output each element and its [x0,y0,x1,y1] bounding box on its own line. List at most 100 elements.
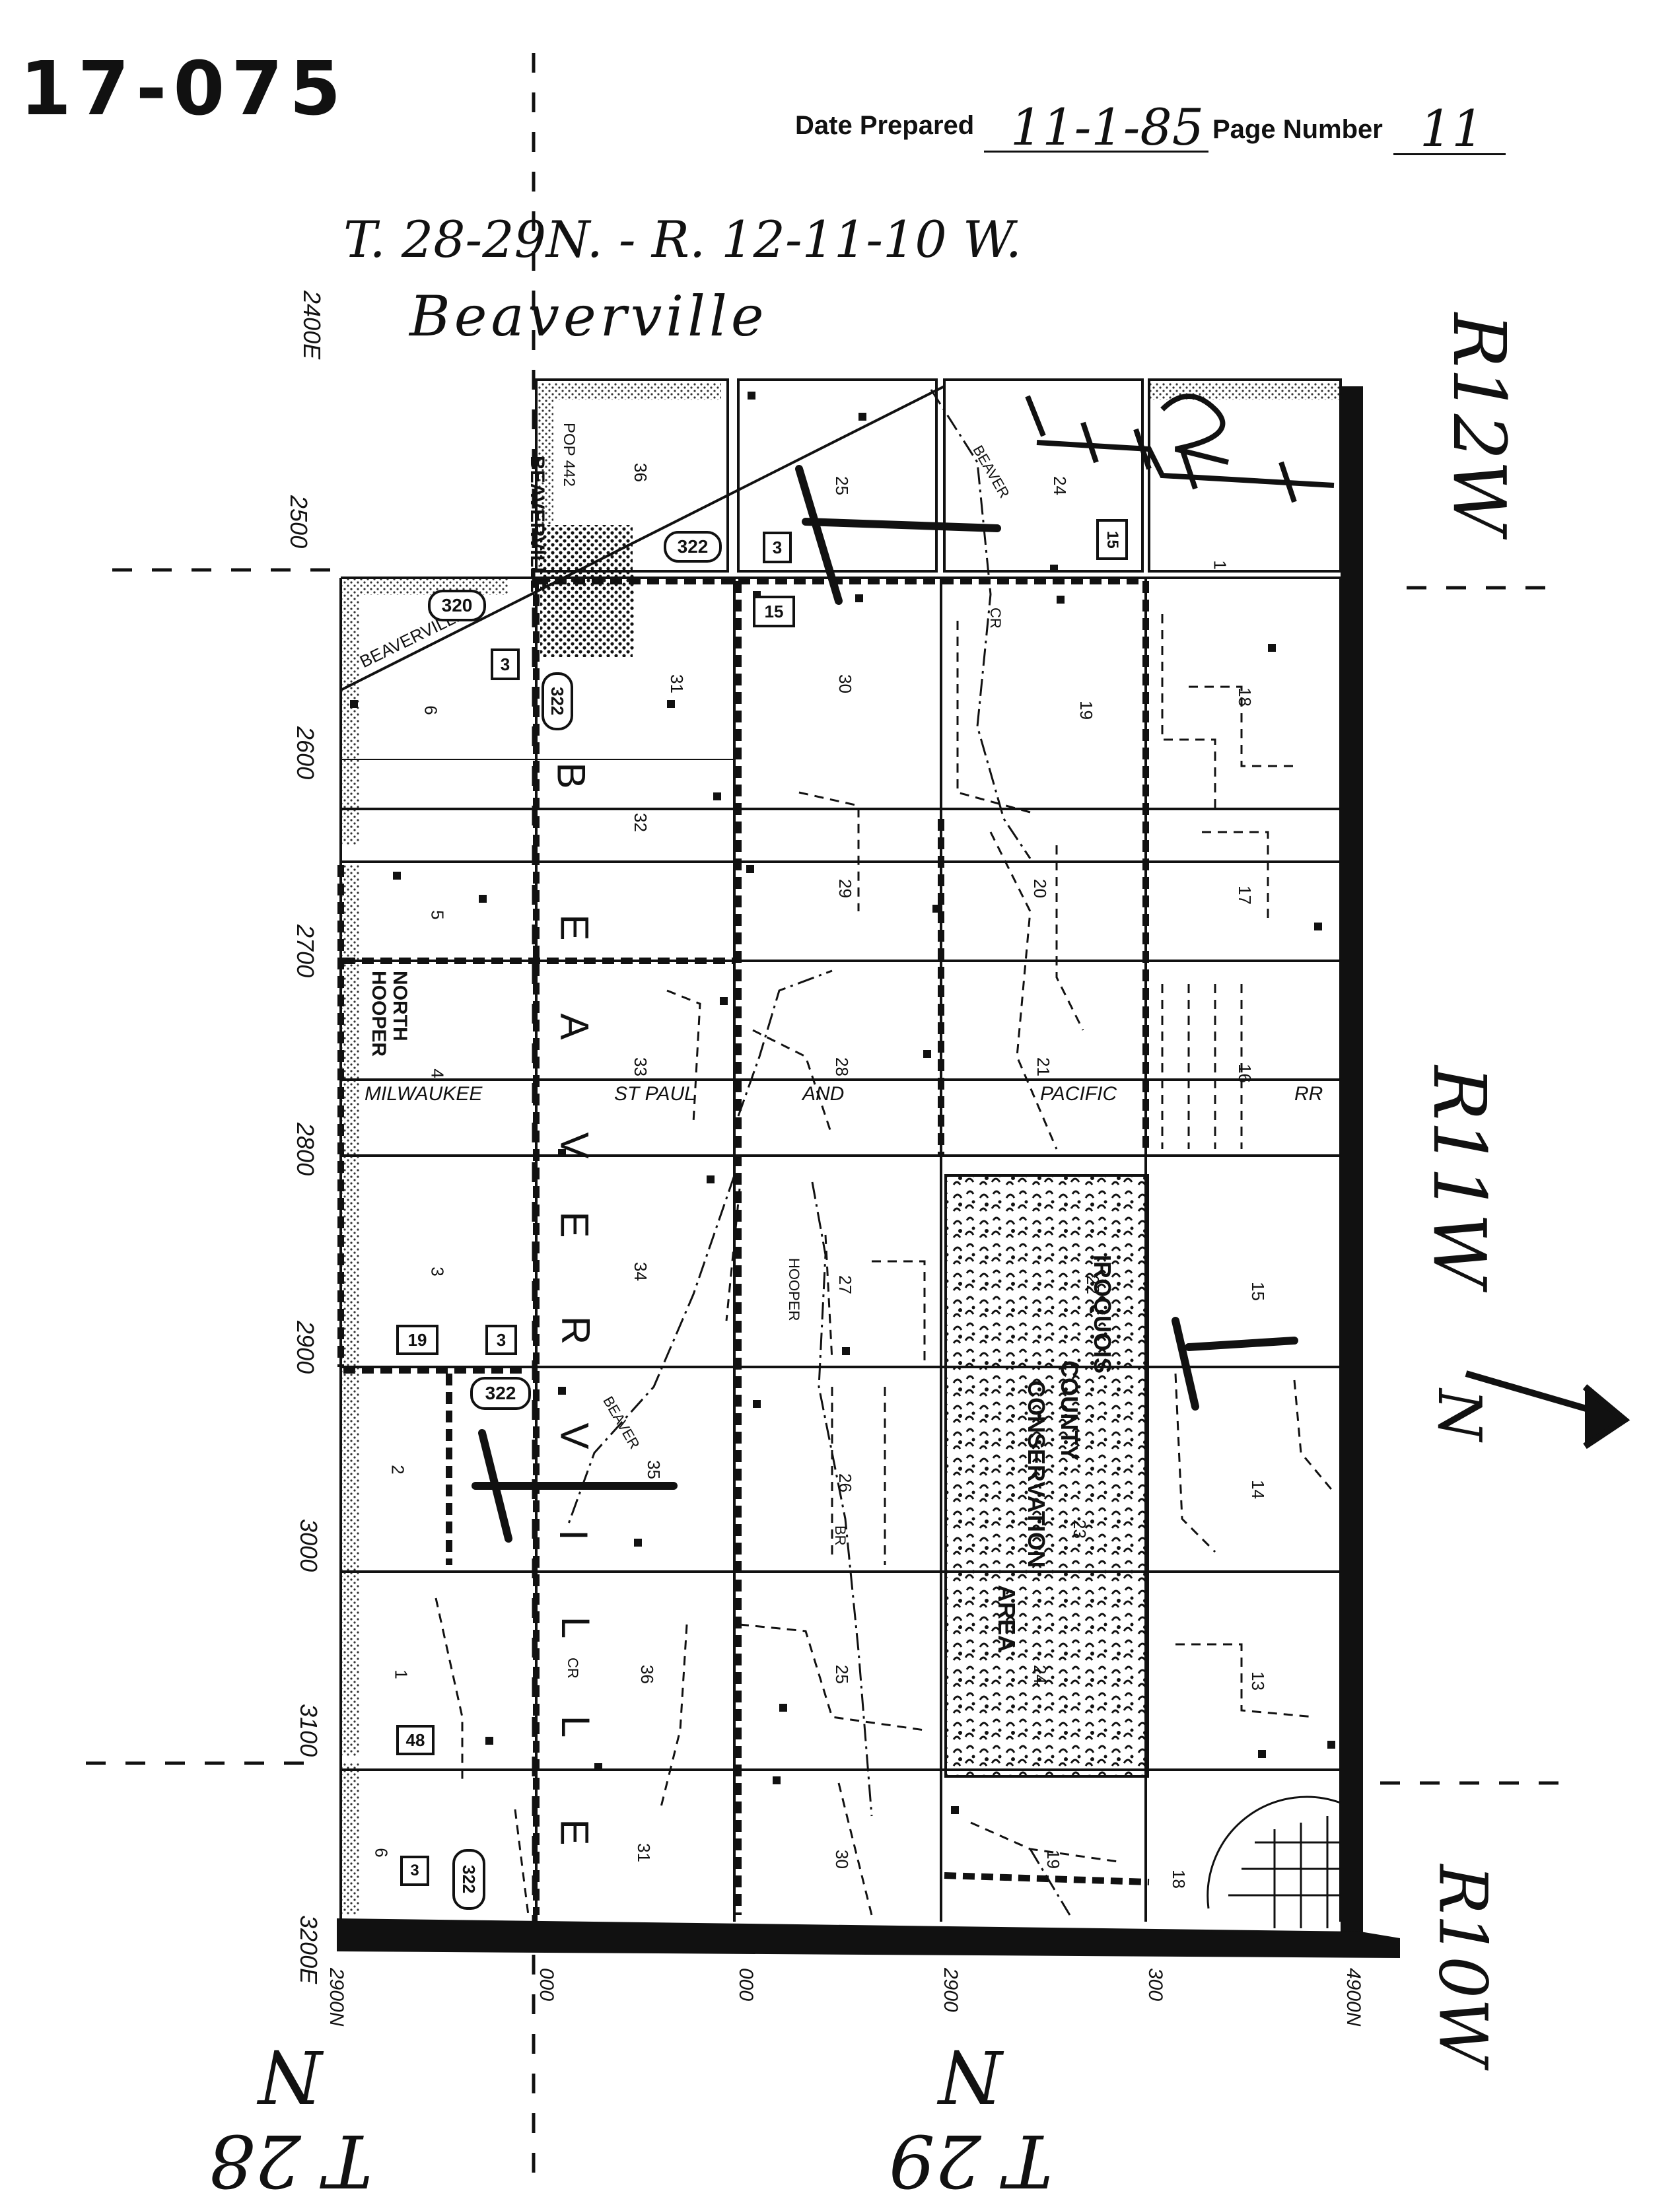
route-box-3-b: 3 [491,648,520,680]
section-number: 16 [1234,1064,1255,1083]
date-underline [984,151,1208,153]
route-box-3-a: 3 [763,532,792,563]
route-box-3-c: 3 [485,1325,517,1355]
section-number: 6 [421,705,441,715]
township-letter-8: L [553,1616,598,1639]
section-number: 1 [1210,560,1230,570]
page-number-value: 11 [1420,99,1484,158]
range-line-right [1341,386,1363,1945]
section-number: 31 [666,674,687,693]
section-number: 28 [831,1057,852,1076]
route-box-48: 48 [396,1725,435,1755]
village-pop-label: POP 442 [560,423,578,487]
section-number: 17 [1234,886,1255,905]
route-box-3-d: 3 [400,1856,429,1886]
township-letter-10: E [552,1819,597,1846]
north-hooper-label-2: HOOPER [368,971,390,1057]
inset-village-streets [1207,1796,1341,1928]
grid-label-left-3: 2700 [292,924,319,977]
township-letter-5: R [553,1315,598,1345]
section-number: 21 [1033,1057,1053,1076]
township-letter-4: E [552,1211,597,1238]
section-number: 35 [643,1460,664,1479]
route-shield-322-b: 322 [542,672,573,730]
page-underline [1393,153,1506,155]
left-grid-labels: 2400E 2500 2600 2700 2800 2900 3000 3100… [285,290,326,1984]
grid-label-left-8: 3200E [295,1915,322,1984]
section-number: 24 [1030,1665,1050,1684]
grid-label-bottom-2: 000 [735,1968,757,2001]
creek-label-1: CR [987,608,1004,629]
railroad-label-1: ST PAUL [614,1083,695,1105]
section-number: 13 [1247,1671,1268,1691]
conservation-area [944,1174,1149,1778]
grid-label-bottom-5: 4900N [1343,1968,1364,2027]
page-number-label: Page Number [1212,115,1383,144]
section-number: 26 [835,1473,855,1492]
village-label: BEAVERVILLE [526,456,548,593]
section-number: 36 [630,463,650,482]
private-roads [435,614,1335,1916]
section-number: 24 [1049,476,1070,495]
grid-label-left-4: 2800 [292,1122,319,1175]
diagonal-road [340,385,945,691]
township-range-note: T. 28-29N. - R. 12-11-10 W. [343,210,1022,269]
date-prepared-value: 11-1-85 [1010,98,1205,157]
grid-label-left-5: 2900 [292,1320,319,1374]
route-box-15-a: 15 [753,596,795,627]
grid-label-left-0: 2400E [298,290,326,360]
conservation-label-0: IROQUOIS [1089,1255,1116,1374]
section-number: 27 [835,1275,855,1294]
grid-label-bottom-4: 300 [1144,1968,1166,2001]
township-letter-9: L [553,1715,598,1738]
bottom-grid-labels: 2900N 000 000 2900 300 4900N [326,1967,1364,2027]
conservation-label-3: AREA [993,1585,1020,1653]
creek-label-5: BR [832,1525,849,1546]
section-number: 25 [831,1665,852,1684]
township-letter-0: B [549,762,594,789]
section-number: 6 [371,1848,392,1858]
section-number: 32 [630,813,650,832]
section-number: 15 [1247,1282,1268,1301]
section-number: 19 [1043,1850,1063,1869]
grid-label-left-1: 2500 [285,495,312,548]
creeks [567,389,1071,1916]
section-grid [339,378,1342,1922]
railroad-label-2: AND [802,1083,845,1105]
section-number: 1 [391,1669,411,1679]
route-shield-322-a: 322 [664,531,722,563]
grid-label-left-2: 2600 [292,726,319,779]
route-box-19: 19 [396,1325,438,1355]
north-letter: N [1424,1389,1494,1441]
grid-label-left-7: 3100 [295,1704,322,1757]
railroad-label-0: MILWAUKEE [365,1083,483,1105]
section-number: 30 [831,1850,852,1869]
township-letter-1: E [552,914,597,941]
route-box-15-b: 15 [1096,519,1128,560]
date-prepared-label: Date Prepared [795,111,975,140]
route-shield-322-d: 322 [452,1849,485,1910]
creek-label-3: CR [565,1658,581,1679]
section-number: 20 [1030,879,1050,898]
farmstead-markers [350,392,1335,1814]
grid-label-bottom-0: 2900N [326,1967,347,2027]
section-number: 25 [831,476,852,495]
township-letter-6: V [552,1422,597,1450]
route-shield-322-c: 322 [470,1377,531,1410]
section-number: 33 [630,1057,650,1076]
grid-label-bottom-1: 000 [536,1968,557,2001]
township-name-note: Beaverville [409,284,768,349]
township-letter-7: I [551,1529,596,1541]
section-number: 29 [835,879,855,898]
section-number: 14 [1247,1480,1268,1499]
guide-lines [86,53,1565,2175]
map-id: 17-075 [20,46,348,132]
section-number: 23 [1069,1520,1090,1539]
section-number: 18 [1168,1870,1189,1889]
township-roads [337,578,1150,1915]
section-number: 36 [637,1665,657,1684]
hand-fence-marks [1025,394,1335,503]
section-number: 34 [630,1262,650,1281]
route-shield-320: 320 [428,590,486,621]
